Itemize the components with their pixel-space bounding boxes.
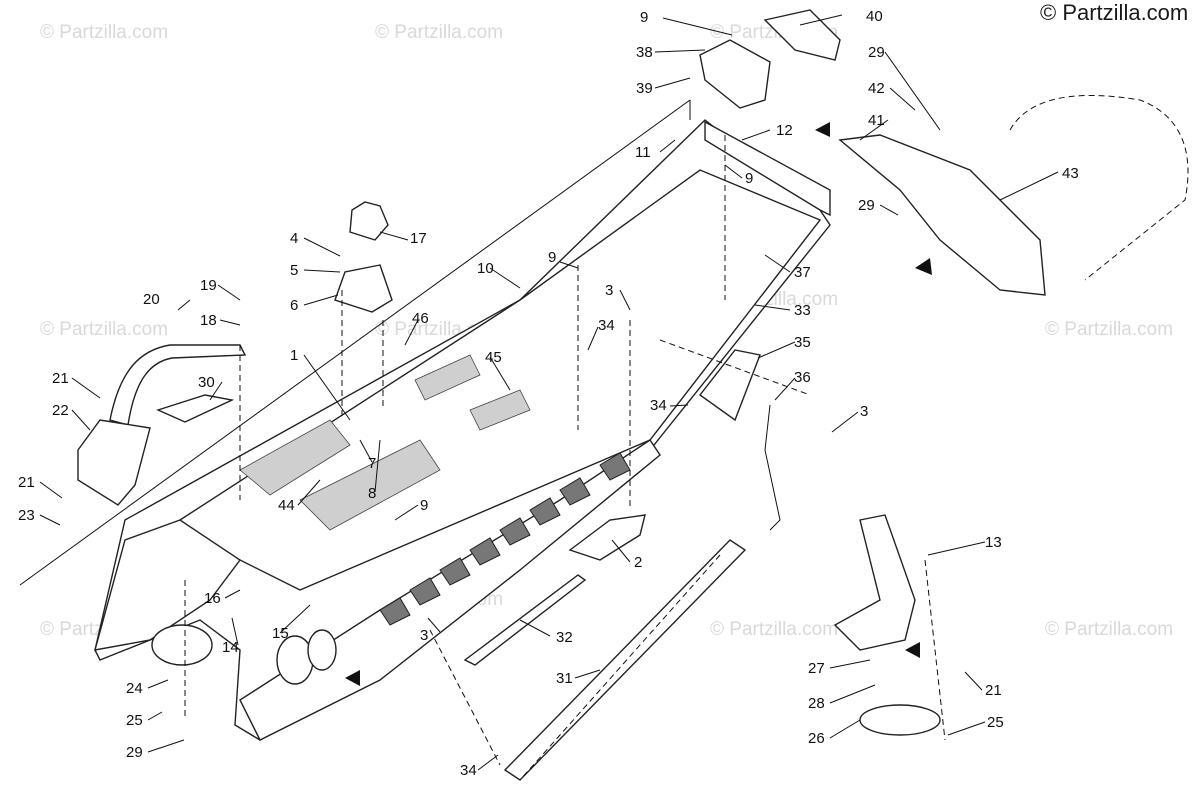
callout-9: 9 (640, 9, 648, 26)
copyright-notice: © Partzilla.com (1040, 0, 1189, 25)
callout-28: 28 (808, 695, 825, 712)
callout-46: 46 (412, 310, 429, 327)
part-43-flap (838, 134, 1046, 296)
leader-lines (184, 135, 946, 781)
callout-10: 10 (477, 260, 494, 277)
callout-leaders (39, 14, 1059, 771)
callout-21: 21 (985, 682, 1002, 699)
part-12-rail (704, 120, 831, 217)
part-17-cover (349, 201, 389, 241)
callout-6: 6 (290, 297, 298, 314)
callout-33: 33 (794, 302, 811, 319)
direction-arrows (345, 122, 932, 686)
callout-9: 9 (548, 249, 556, 266)
callout-25: 25 (987, 714, 1004, 731)
watermark: © Partzilla.com (40, 319, 168, 340)
callout-30: 30 (198, 374, 215, 391)
part-18-grab-handle (109, 344, 247, 426)
callout-3: 3 (605, 282, 613, 299)
callout-29: 29 (126, 744, 143, 761)
watermark: © Partzilla.com (710, 619, 838, 640)
callout-18: 18 (200, 312, 217, 329)
watermark: © Partzilla.com (40, 22, 168, 43)
callout-16: 16 (204, 590, 221, 607)
callout-26: 26 (808, 730, 825, 747)
callout-27: 27 (808, 660, 825, 677)
callout-12: 12 (776, 122, 793, 139)
callout-34: 34 (460, 762, 477, 779)
callout-5: 5 (290, 262, 298, 279)
callout-labels: 9 40 38 39 29 42 41 11 12 9 43 29 17 4 5… (18, 8, 1079, 779)
callout-1: 1 (290, 347, 298, 364)
callout-4: 4 (290, 230, 298, 247)
callout-9: 9 (745, 170, 753, 187)
watermark: © Partzilla.com (1045, 619, 1173, 640)
callout-29: 29 (868, 44, 885, 61)
callout-2: 2 (634, 554, 642, 571)
watermark: © Partzilla.com (375, 22, 503, 43)
watermark: © Partzilla.com (1045, 319, 1173, 340)
callout-34: 34 (598, 317, 615, 334)
rear-bumper-outline (1009, 94, 1189, 281)
callout-21: 21 (52, 370, 69, 387)
callout-14: 14 (222, 639, 239, 656)
callout-13: 13 (985, 534, 1002, 551)
callout-23: 23 (18, 507, 35, 524)
callout-40: 40 (866, 8, 883, 25)
callout-25: 25 (126, 712, 143, 729)
callout-9: 9 (420, 497, 428, 514)
callout-36: 36 (794, 369, 811, 386)
part-31-tube (503, 539, 747, 781)
callout-35: 35 (794, 334, 811, 351)
callout-38: 38 (636, 44, 653, 61)
part-32-rod (463, 574, 587, 666)
callout-7: 7 (368, 455, 376, 472)
part-26-cup (859, 704, 941, 736)
part-30-pad (156, 394, 235, 423)
callout-11: 11 (635, 144, 651, 161)
part-6-bracket (334, 264, 393, 313)
callout-29: 29 (858, 197, 875, 214)
callout-22: 22 (52, 402, 69, 419)
callout-3: 3 (860, 403, 868, 420)
callout-44: 44 (278, 497, 295, 514)
callout-15: 15 (272, 625, 289, 642)
callout-37: 37 (794, 264, 811, 281)
callout-42: 42 (868, 80, 885, 97)
rail-cutouts (379, 452, 631, 626)
reference-lines (19, 99, 691, 586)
part-22-guard (77, 419, 151, 506)
callout-21: 21 (18, 474, 35, 491)
callout-43: 43 (1062, 165, 1079, 182)
part-38-bracket (699, 39, 771, 109)
callout-45: 45 (485, 349, 502, 366)
callout-39: 39 (636, 80, 653, 97)
callout-3: 3 (420, 627, 428, 644)
part-40-block (763, 9, 841, 61)
tunnel-chassis (94, 119, 831, 741)
part-36-strap (764, 404, 781, 531)
callout-8: 8 (368, 485, 376, 502)
callout-17: 17 (410, 230, 427, 247)
callout-19: 19 (200, 277, 217, 294)
part-27-footrest (833, 514, 916, 651)
callout-20: 20 (143, 291, 160, 308)
callout-34: 34 (650, 397, 667, 414)
part-35-plate (698, 349, 761, 422)
part-24-cover (151, 624, 213, 666)
callout-31: 31 (556, 670, 573, 687)
callout-24: 24 (126, 680, 143, 697)
callout-41: 41 (868, 112, 885, 129)
part-2-bracket (568, 514, 646, 561)
callout-32: 32 (556, 629, 573, 646)
